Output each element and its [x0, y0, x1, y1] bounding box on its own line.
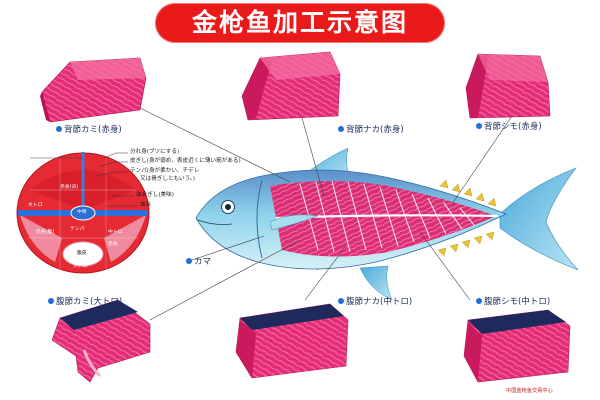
- label-dorsal-head: 背節カミ(赤身): [56, 125, 122, 136]
- block-belly-mid: [235, 303, 349, 379]
- label-collar: カマ: [186, 257, 211, 268]
- label-belly-head: 腹節カミ(大トロ): [48, 297, 122, 308]
- label-belly-mid: 腹節ナカ(中トロ): [338, 297, 412, 308]
- section-left-otoro: 大トロ: [28, 203, 43, 208]
- block-belly-tail: [463, 309, 571, 383]
- cross-section: [16, 152, 150, 274]
- label-belly-tail: 腹節シモ(中トロ): [476, 297, 550, 308]
- section-left-red: 赤身(腹): [36, 230, 55, 235]
- page-title: 金枪鱼加工示意图: [191, 8, 408, 37]
- section-chutoro: 中トロ: [108, 230, 123, 235]
- section-belly: 腹皮: [77, 251, 87, 256]
- annotation-tenpa: テンパ(身が柔かい、チデレ: [130, 168, 200, 174]
- bullet-icon: [338, 298, 344, 304]
- annotation-chiaigishi: 血合ぎし(美味): [136, 192, 174, 198]
- bullet-icon: [338, 126, 344, 132]
- tuna-fish: [195, 147, 579, 301]
- bullet-icon: [48, 298, 54, 304]
- section-tenpa: テンパ: [70, 227, 85, 232]
- annotation-tenpa-cont: 又は骨ぎしともいう。): [140, 176, 195, 182]
- block-belly-head: [51, 299, 151, 383]
- annotation-kawagishi: 皮ぎし(身が弱め、表皮近くに薄い筋がある): [130, 158, 241, 164]
- annotation-wakaremi: 分れ身(ブツにする): [130, 149, 180, 155]
- bullet-icon: [56, 126, 62, 132]
- section-mid: 中骨: [77, 210, 87, 215]
- block-dorsal-head: [40, 57, 147, 123]
- block-dorsal-mid: [241, 51, 341, 121]
- section-right-red: 赤身: [108, 242, 118, 247]
- block-dorsal-tail: [465, 53, 551, 119]
- label-dorsal-mid: 背節ナカ(赤身): [338, 125, 404, 136]
- annotation-chiai: 血合: [140, 202, 152, 208]
- bullet-icon: [186, 258, 192, 264]
- bullet-icon: [476, 123, 482, 129]
- footer-credit: 中国金枪鱼交易中心: [506, 388, 553, 394]
- section-bottom: 大トロ: [73, 264, 88, 269]
- cross-section-leaders: [95, 152, 138, 207]
- fish-leaders: [30, 107, 513, 321]
- bullet-icon: [476, 298, 482, 304]
- label-dorsal-tail: 背節シモ(赤身): [476, 122, 542, 133]
- title-banner: [155, 3, 445, 43]
- section-top-red: 赤身(背): [60, 185, 79, 190]
